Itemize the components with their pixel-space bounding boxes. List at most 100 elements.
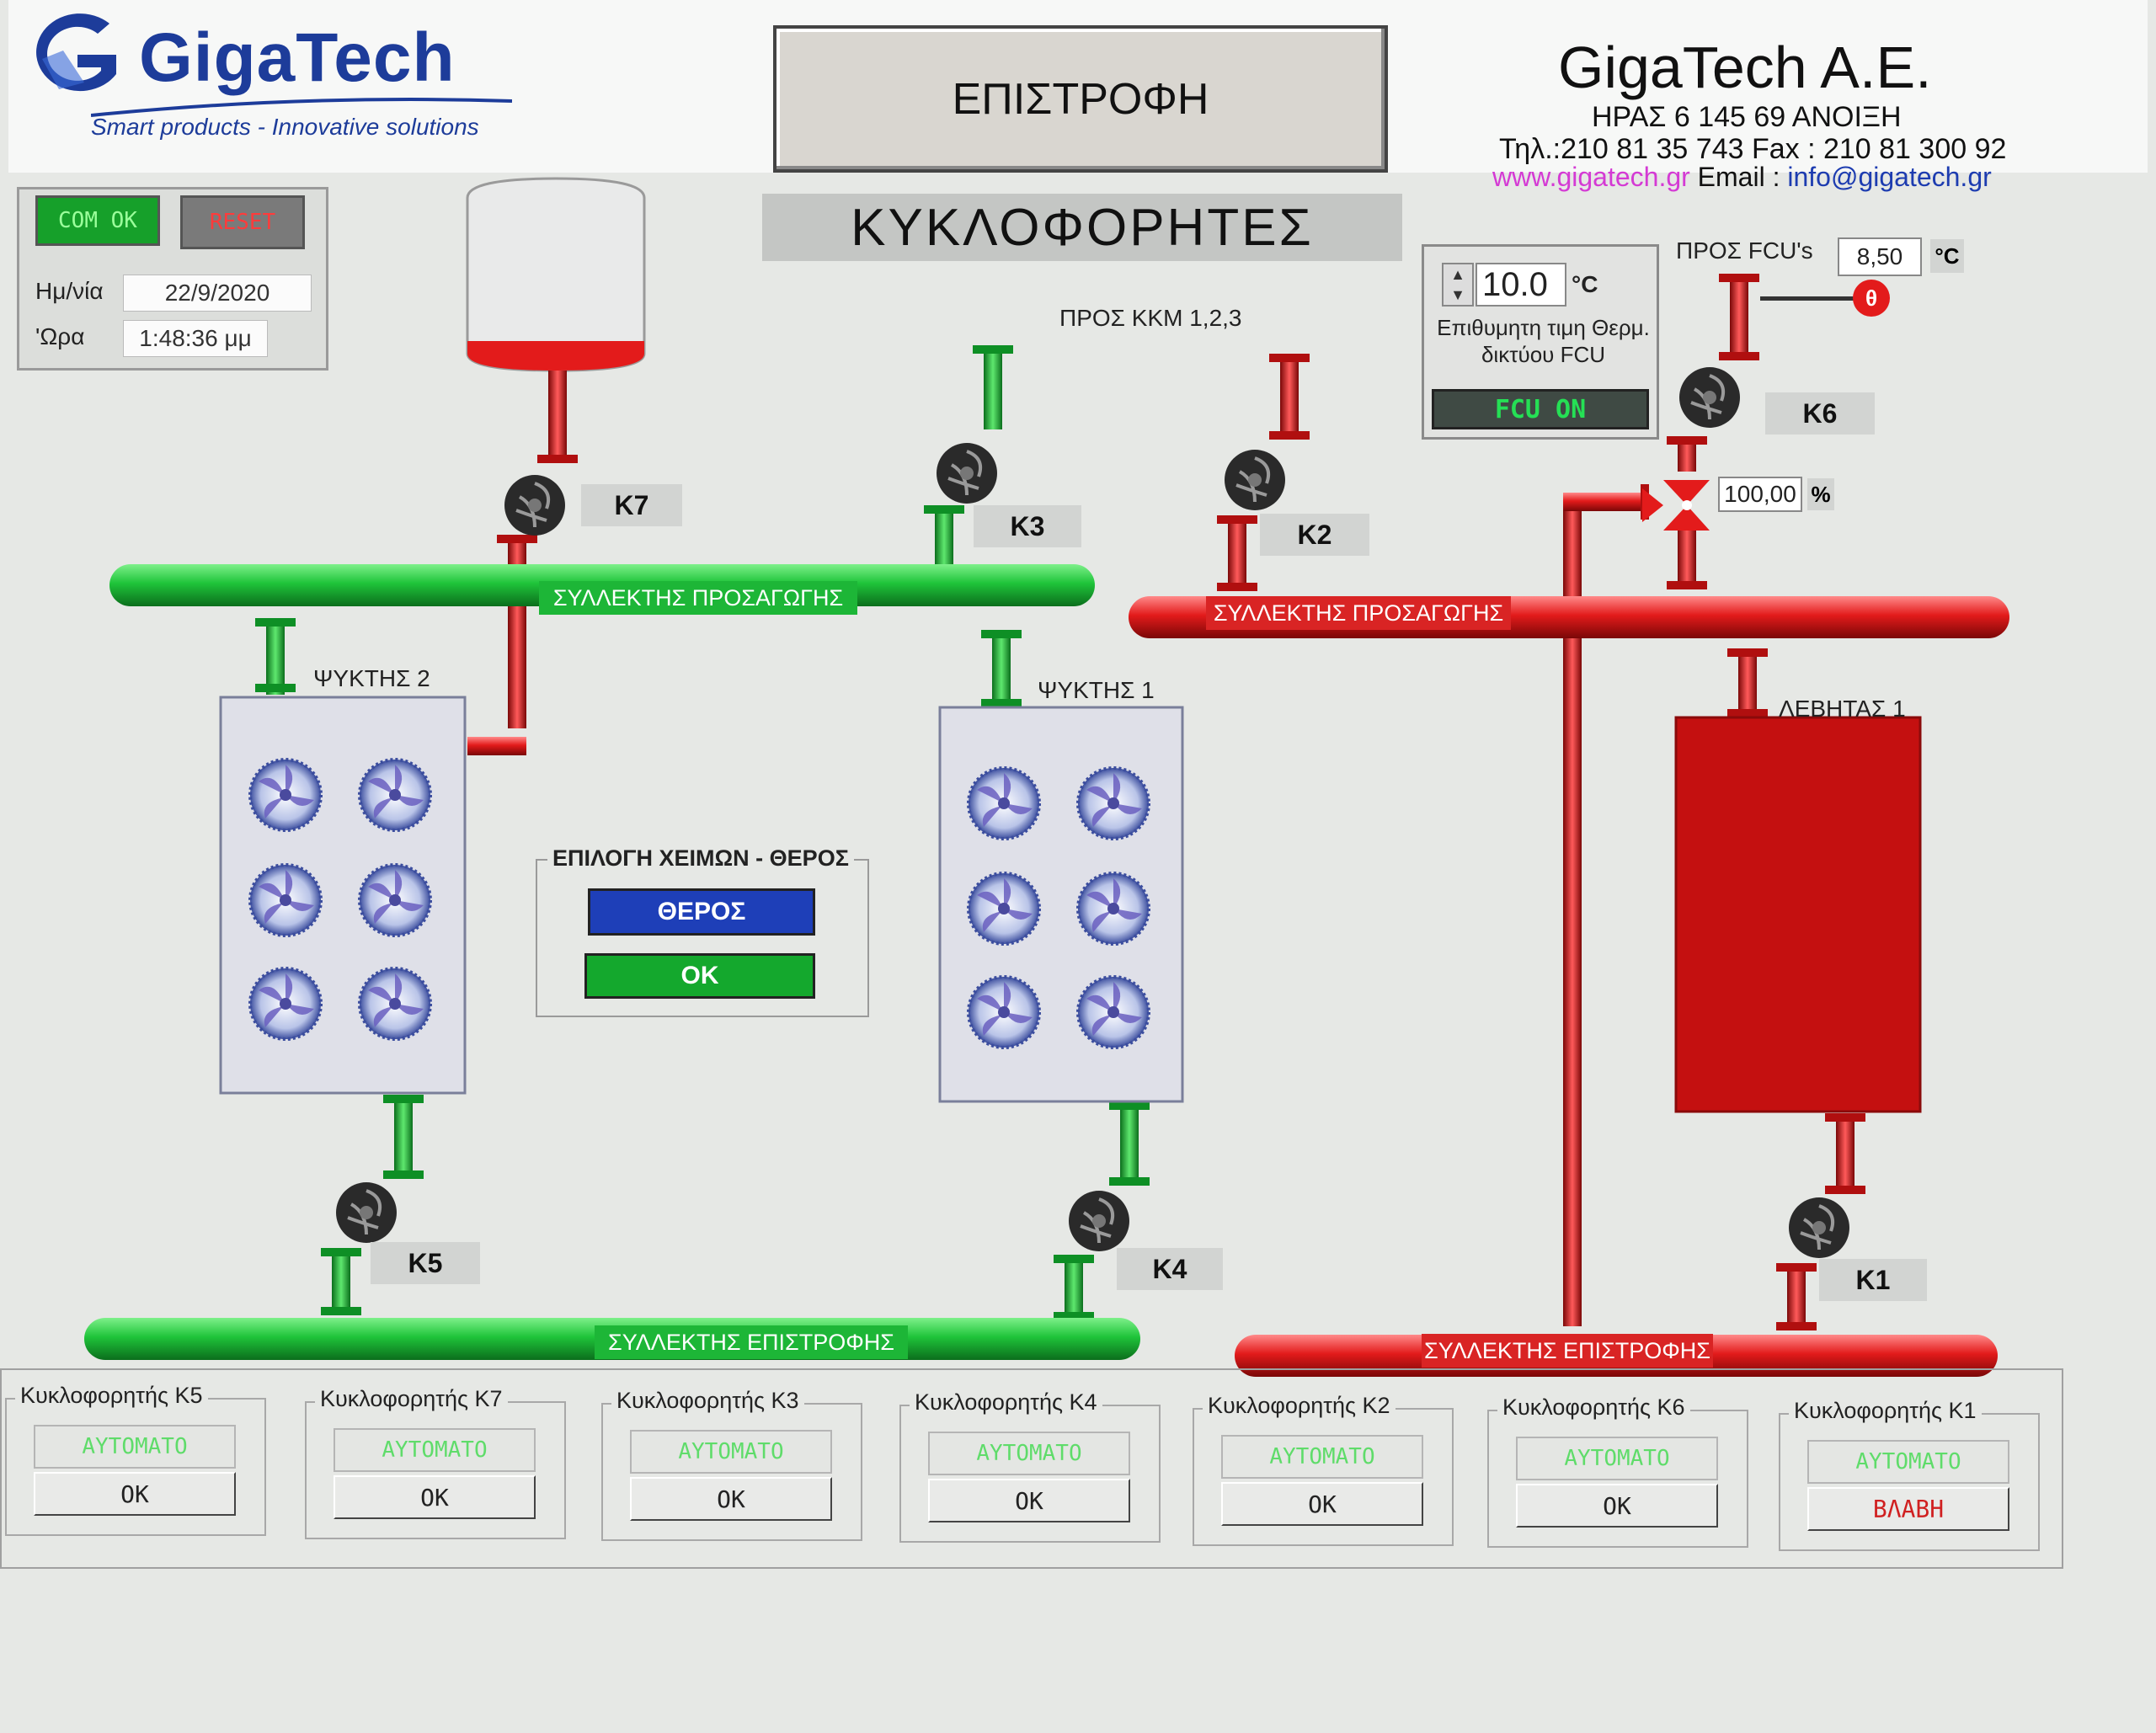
chiller-2-fan-icon (248, 758, 323, 832)
supply-collector-hot-label-box: ΣΥΛΛΕΚΤΗΣ ΠΡΟΣΑΓΩΓΗΣ (1206, 596, 1511, 630)
season-group-title: ΕΠΙΛΟΓΗ ΧΕΙΜΩΝ - ΘΕΡΟΣ (547, 845, 854, 872)
setpoint-spinner[interactable]: ▲ ▼ (1442, 263, 1474, 307)
expansion-tank (466, 177, 646, 372)
pump-k6-label: K6 (1765, 392, 1875, 435)
company-name: GigaTech A.E. (1558, 35, 1932, 100)
pump-status-title: Κυκλοφορητής K3 (611, 1388, 804, 1414)
chiller-1-label: ΨΥΚΤΗΣ 1 (1038, 677, 1155, 703)
return-collector-hot-label: ΣΥΛΛΕΚΤΗΣ ΕΠΙΣΤΡΟΦΗΣ (1424, 1337, 1710, 1363)
supply-collector-cold-label-box: ΣΥΛΛΕΚΤΗΣ ΠΡΟΣΑΓΩΓΗΣ (539, 581, 857, 615)
boiler-1-label: ΛΕΒΗΤΑΣ 1 (1779, 696, 1906, 722)
setpoint-unit: °C (1572, 271, 1598, 297)
fcu-temperature-value: 8,50 (1838, 237, 1922, 276)
pump-k2-label: K2 (1260, 514, 1369, 556)
spin-up-icon[interactable]: ▲ (1450, 265, 1465, 283)
to-kkm-label: ΠΡΟΣ ΚΚΜ 1,2,3 (1059, 305, 1242, 331)
website-link[interactable]: www.gigatech.gr (1492, 162, 1690, 192)
pump-k7-label: K7 (581, 484, 682, 526)
pump-mode-button[interactable]: ΑΥΤΟΜΑΤΟ (1516, 1437, 1718, 1480)
logo-tagline: Smart products - Innovative solutions (91, 114, 479, 140)
pump-k2-icon[interactable] (1221, 446, 1289, 514)
chiller-2-label: ΨΥΚΤΗΣ 2 (313, 665, 430, 691)
date-value: 22/9/2020 (123, 275, 312, 312)
pump-k7-icon[interactable] (501, 472, 568, 539)
reset-button[interactable]: RESET (180, 195, 305, 249)
pump-status-title: Κυκλοφορητής K1 (1789, 1398, 1982, 1424)
pump-mode-button[interactable]: ΑΥΤΟΜΑΤΟ (1221, 1435, 1423, 1479)
chiller-2-fan-icon (358, 863, 432, 937)
chiller-1-fan-icon (967, 975, 1041, 1049)
chiller-1-fan-icon (1076, 975, 1150, 1049)
pump-status-title: Κυκλοφορητής K6 (1497, 1394, 1690, 1421)
fcu-setpoint-input[interactable]: 10.0 (1476, 263, 1566, 307)
valve-percent-unit: % (1807, 478, 1834, 510)
pump-k4-label: K4 (1117, 1248, 1223, 1290)
time-label: 'Ωρα (35, 323, 85, 349)
temperature-sensor-icon: θ (1853, 280, 1890, 317)
chiller-2-fan-icon (358, 758, 432, 832)
chiller-2-fan-icon (248, 967, 323, 1041)
com-ok-indicator: COM OK (35, 195, 160, 246)
page-title: ΚΥΚΛΟΦΟΡΗΤΕΣ (762, 194, 1402, 261)
company-address: ΗΡΑΣ 6 145 69 ΑΝΟΙΞΗ (1592, 101, 1902, 133)
chiller-1-fan-icon (1076, 872, 1150, 946)
pump-state-indicator[interactable]: OK (34, 1472, 236, 1516)
pump-mode-button[interactable]: ΑΥΤΟΜΑΤΟ (928, 1432, 1130, 1475)
pump-k3-label: K3 (974, 505, 1081, 547)
season-mode-button[interactable]: ΘΕΡΟΣ (588, 888, 815, 936)
supply-collector-hot-label: ΣΥΛΛΕΚΤΗΣ ΠΡΟΣΑΓΩΓΗΣ (1213, 600, 1504, 626)
setpoint-description-1: Επιθυμητη τιμη Θερμ. (1437, 315, 1650, 340)
pump-state-indicator[interactable]: ΒΛΑΒΗ (1807, 1487, 2009, 1531)
boiler-1 (1674, 716, 1922, 1113)
pump-mode-button[interactable]: ΑΥΤΟΜΑΤΟ (630, 1430, 832, 1474)
pump-k1-label: K1 (1819, 1259, 1927, 1301)
chiller-2-fan-icon (358, 967, 432, 1041)
pump-k1-icon[interactable] (1785, 1194, 1853, 1261)
pump-status-title: Κυκλοφορητής K7 (315, 1386, 508, 1412)
date-label: Ημ/νία (35, 278, 104, 304)
chiller-2-fan-icon (248, 863, 323, 937)
time-value: 1:48:36 μμ (123, 320, 268, 357)
supply-collector-cold-label: ΣΥΛΛΕΚΤΗΣ ΠΡΟΣΑΓΩΓΗΣ (552, 584, 844, 611)
spin-down-icon[interactable]: ▼ (1450, 285, 1465, 303)
email-link[interactable]: info@gigatech.gr (1787, 162, 1992, 192)
gigatech-logo-icon (36, 13, 116, 92)
three-way-valve-icon (1642, 480, 1710, 531)
hot-pipes (467, 274, 1865, 1330)
pump-mode-button[interactable]: ΑΥΤΟΜΑΤΟ (334, 1428, 536, 1472)
logo-text: GigaTech (139, 19, 456, 96)
pump-state-indicator[interactable]: OK (630, 1477, 832, 1521)
to-fcu-label: ΠΡΟΣ FCU's (1676, 237, 1813, 264)
pump-state-indicator[interactable]: OK (1516, 1484, 1718, 1528)
chiller-1-fan-icon (967, 872, 1041, 946)
pump-status-area (0, 1368, 2063, 1569)
pump-status-title: Κυκλοφορητής K5 (15, 1383, 208, 1409)
pump-k5-label: K5 (371, 1242, 480, 1284)
season-ok-button[interactable]: OK (584, 953, 815, 999)
chiller-1-fan-icon (967, 766, 1041, 840)
pump-k4-icon[interactable] (1065, 1187, 1133, 1255)
pump-k3-icon[interactable] (933, 440, 1001, 507)
pump-status-title: Κυκλοφορητής K4 (910, 1389, 1102, 1416)
pump-state-indicator[interactable]: OK (1221, 1482, 1423, 1526)
valve-percent-value: 100,00 (1718, 477, 1802, 512)
email-label: Email : (1697, 162, 1780, 192)
return-collector-cold-label: ΣΥΛΛΕΚΤΗΣ ΕΠΙΣΤΡΟΦΗΣ (608, 1329, 894, 1355)
logo-swoosh (91, 98, 512, 117)
pump-state-indicator[interactable]: OK (334, 1475, 536, 1519)
cold-pipes (255, 345, 1150, 1320)
pump-status-title: Κυκλοφορητής K2 (1203, 1393, 1396, 1419)
back-button[interactable]: ΕΠΙΣΤΡΟΦΗ (773, 25, 1388, 173)
pump-k6-icon[interactable] (1676, 364, 1743, 431)
fcu-temperature-unit: °C (1930, 239, 1964, 273)
return-collector-cold-label-box: ΣΥΛΛΕΚΤΗΣ ΕΠΙΣΤΡΟΦΗΣ (595, 1325, 908, 1359)
setpoint-description-2: δικτύου FCU (1481, 342, 1606, 367)
company-phone-fax: Τηλ.:210 81 35 743 Fax : 210 81 300 92 (1499, 133, 2007, 165)
pump-k5-icon[interactable] (333, 1179, 400, 1246)
pump-state-indicator[interactable]: OK (928, 1479, 1130, 1522)
fcu-on-button[interactable]: FCU ON (1432, 389, 1649, 429)
pump-mode-button[interactable]: ΑΥΤΟΜΑΤΟ (1807, 1440, 2009, 1484)
return-collector-hot-label-box: ΣΥΛΛΕΚΤΗΣ ΕΠΙΣΤΡΟΦΗΣ (1422, 1334, 1713, 1368)
chiller-1-fan-icon (1076, 766, 1150, 840)
pump-mode-button[interactable]: ΑΥΤΟΜΑΤΟ (34, 1425, 236, 1469)
